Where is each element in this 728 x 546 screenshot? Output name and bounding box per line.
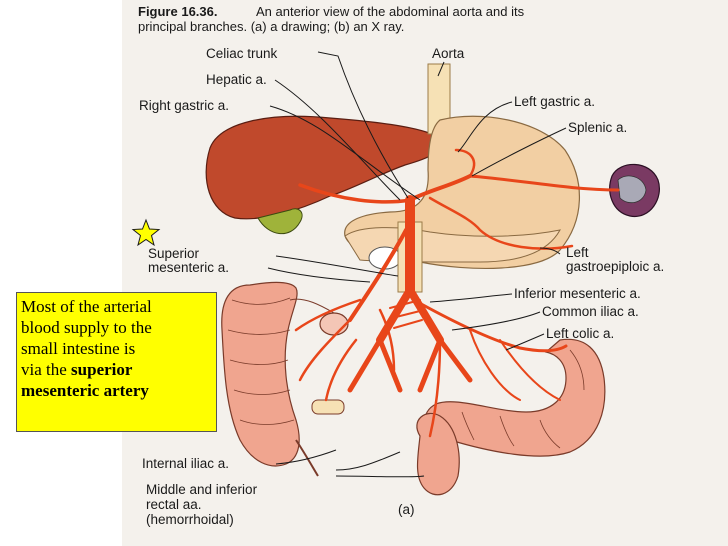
note-line: small intestine is xyxy=(21,339,136,358)
figure-caption-line2: principal branches. (a) a drawing; (b) a… xyxy=(138,19,404,34)
label-left-colic: Left colic a. xyxy=(546,326,614,341)
label-right-gastric: Right gastric a. xyxy=(139,98,229,113)
label-common-iliac: Common iliac a. xyxy=(542,304,639,319)
colon-haustra xyxy=(227,297,295,425)
label-inferior-mesenteric: Inferior mesenteric a. xyxy=(514,286,641,301)
label-aorta: Aorta xyxy=(432,46,465,61)
label-left-gastroepiploic-2: gastroepiploic a. xyxy=(566,259,664,274)
label-rectal-3: (hemorrhoidal) xyxy=(146,512,234,527)
label-left-gastroepiploic-1: Left xyxy=(566,245,589,260)
appendix xyxy=(295,439,319,477)
label-superior-mesenteric-2: mesenteric a. xyxy=(148,260,229,275)
label-internal-iliac: Internal iliac a. xyxy=(142,456,229,471)
label-hepatic: Hepatic a. xyxy=(206,72,267,87)
note-emphasis: superior xyxy=(71,360,133,379)
transverse-colon-cut xyxy=(319,312,349,336)
annotation-callout: Most of the arterial blood supply to the… xyxy=(16,292,217,432)
note-line: mesenteric artery xyxy=(21,380,212,401)
gallbladder xyxy=(257,208,303,234)
note-line: via the superior xyxy=(21,359,212,380)
label-superior-mesenteric-1: Superior xyxy=(148,246,200,261)
label-rectal-2: rectal aa. xyxy=(146,497,202,512)
label-celiac-trunk: Celiac trunk xyxy=(206,46,278,61)
star-icon xyxy=(131,218,161,247)
label-left-gastric: Left gastric a. xyxy=(514,94,595,109)
panel-label: (a) xyxy=(398,502,415,517)
note-text: via the xyxy=(21,360,67,379)
leader-lines xyxy=(267,51,567,478)
ileum-cut xyxy=(311,399,345,415)
figure-caption-line1: An anterior view of the abdominal aorta … xyxy=(256,4,525,19)
ascending-colon xyxy=(221,281,300,467)
spleen-hilum xyxy=(617,175,647,204)
label-rectal-1: Middle and inferior xyxy=(146,482,258,497)
figure-number: Figure 16.36. xyxy=(138,4,217,19)
label-splenic: Splenic a. xyxy=(568,120,627,135)
note-line: blood supply to the xyxy=(21,318,152,337)
note-line: Most of the arterial xyxy=(21,297,152,316)
note-emphasis: mesenteric artery xyxy=(21,381,149,400)
